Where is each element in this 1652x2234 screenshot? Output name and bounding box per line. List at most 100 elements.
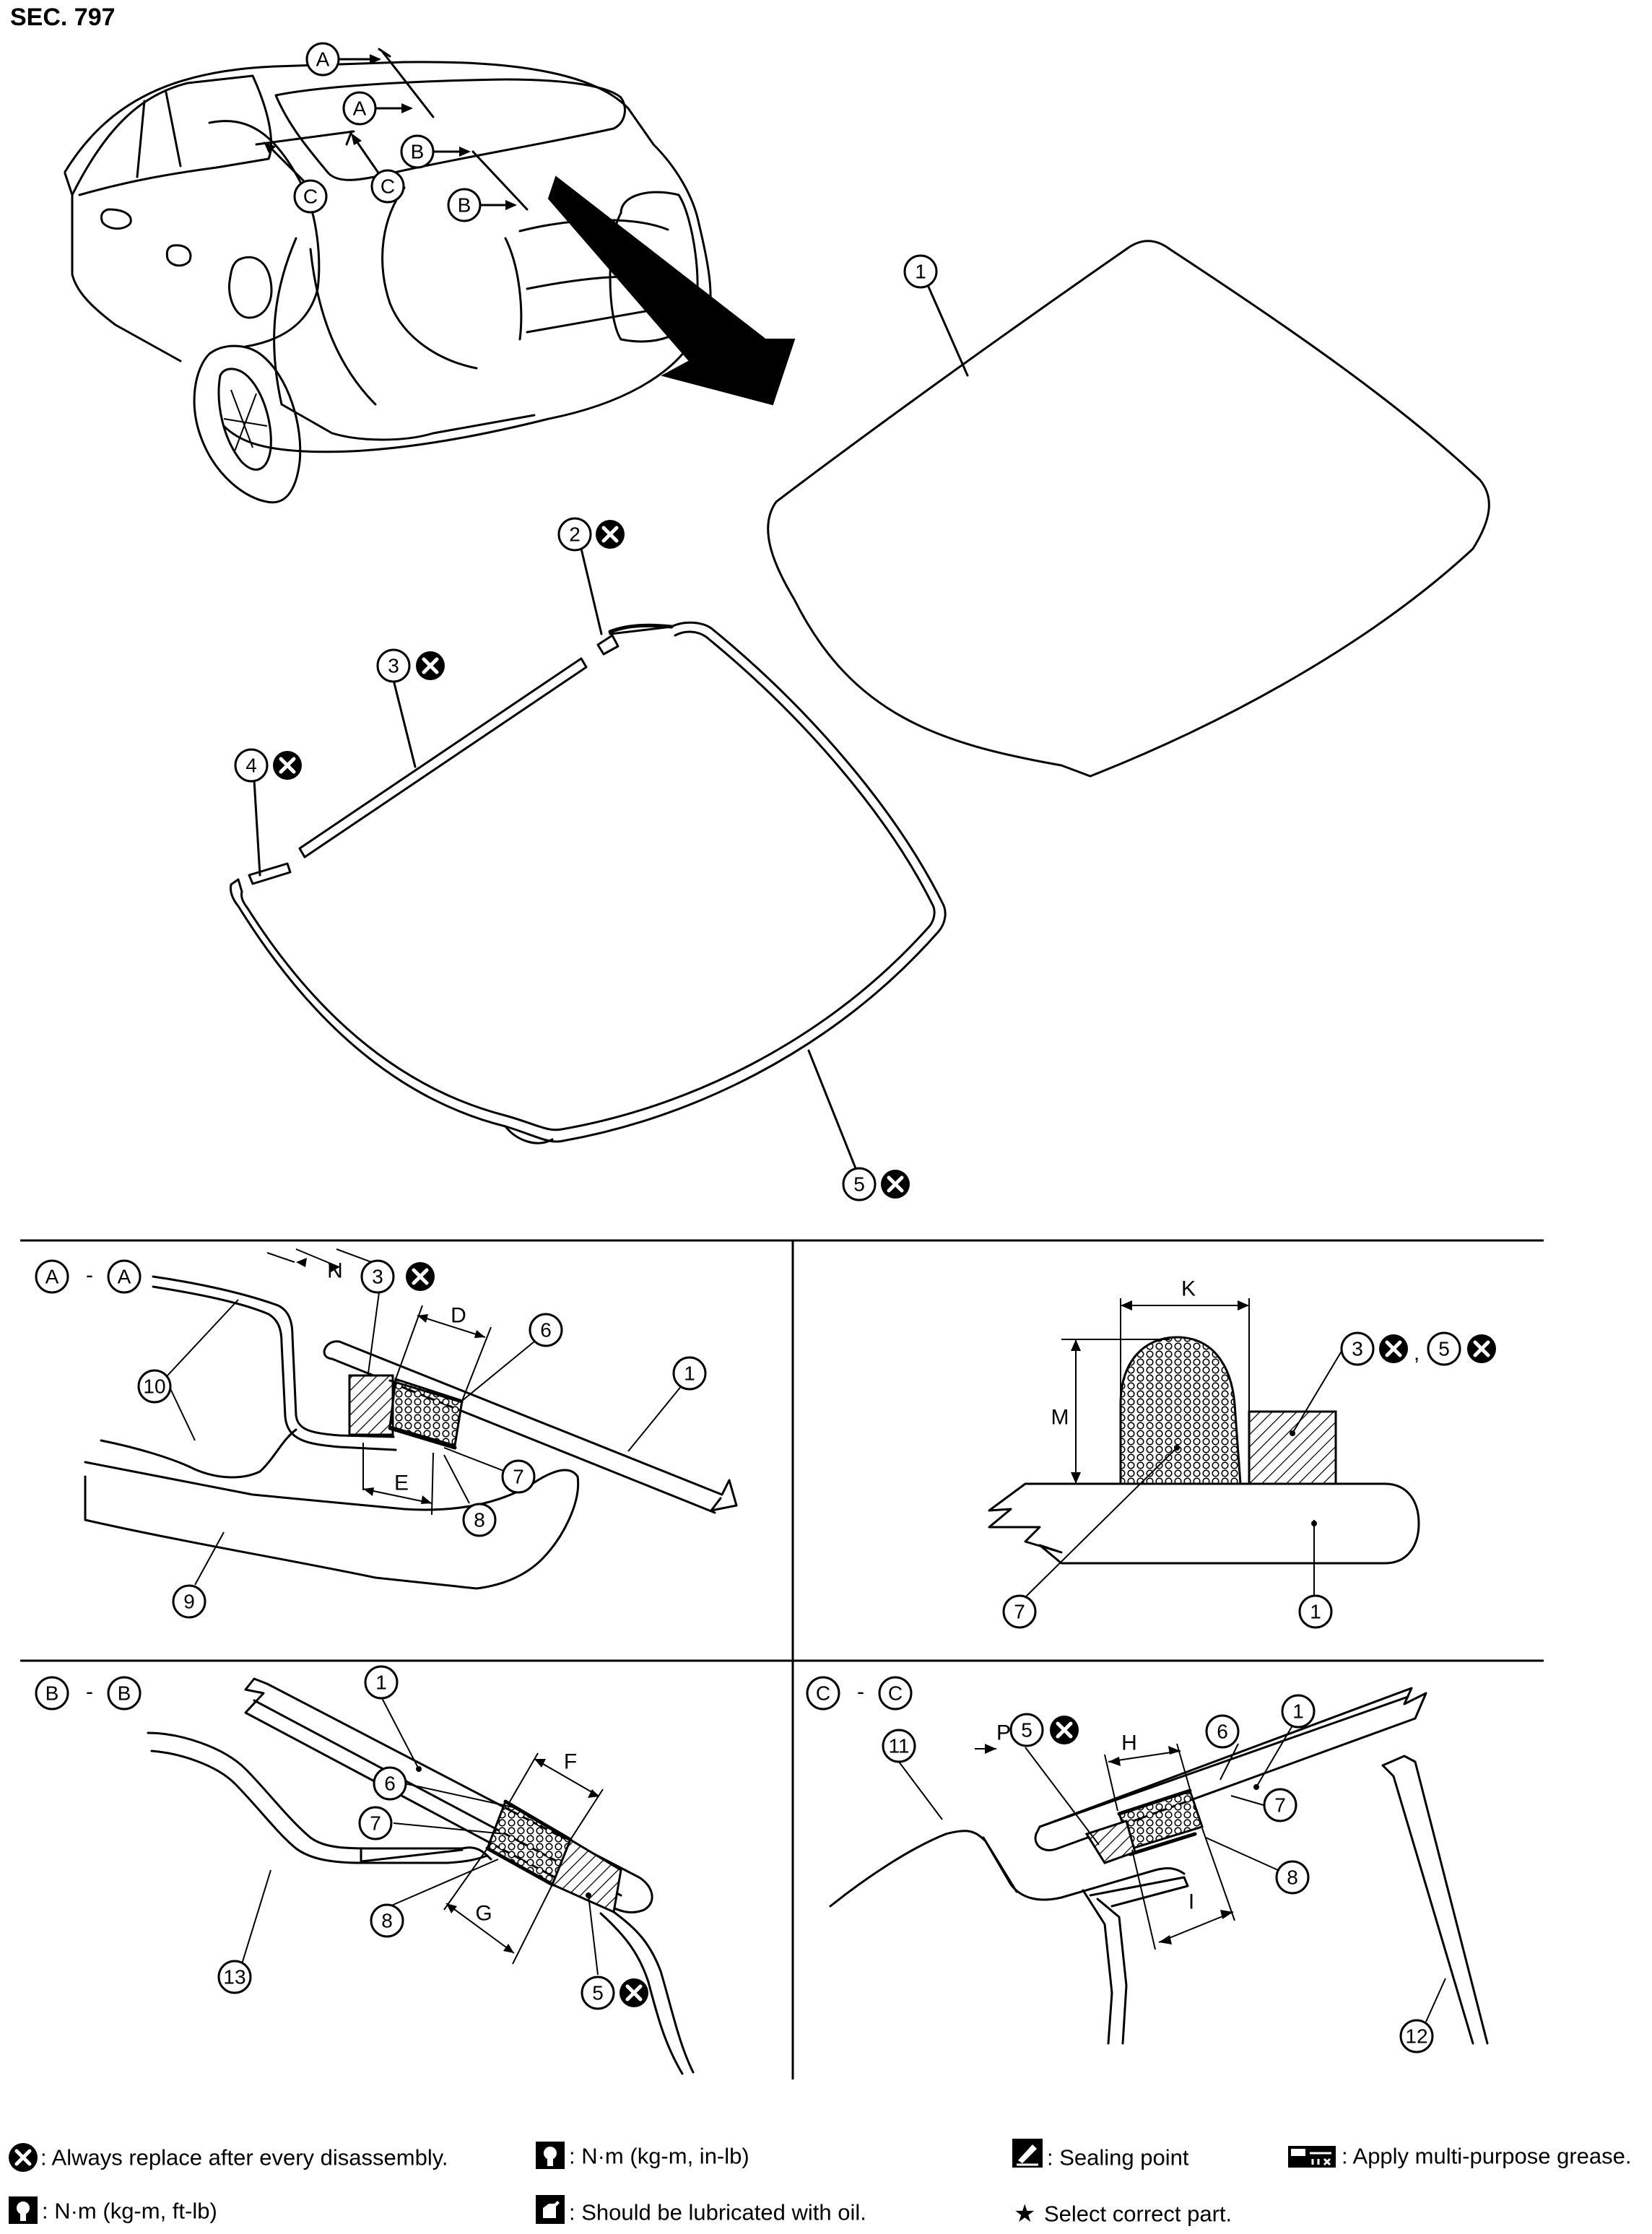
- callout-6-cc: 6: [1205, 1714, 1240, 1749]
- star-icon: ★: [1014, 2200, 1035, 2228]
- legend-oil-text: : Should be lubricated with oil.: [569, 2200, 866, 2225]
- callout-13-bb: 13: [217, 1960, 252, 1994]
- torque-wrench-icon: [536, 2142, 565, 2169]
- legend-torque-ft-text: : N·m (kg-m, ft-lb): [42, 2199, 217, 2224]
- svg-text:A: A: [45, 1266, 59, 1288]
- callout-a-mid: A: [342, 91, 377, 126]
- callout-5-detail: 5: [1427, 1331, 1461, 1366]
- svg-text:12: 12: [1405, 2025, 1427, 2048]
- callout-2-spacer: 2: [557, 517, 592, 552]
- callout-5-cc: 5: [1009, 1713, 1044, 1747]
- dam-rubber-ring: [230, 621, 947, 1144]
- svg-text:1: 1: [1292, 1700, 1304, 1723]
- section-label: SEC. 797: [10, 4, 116, 31]
- section-a-a-drawing: [84, 1248, 738, 1590]
- svg-text:6: 6: [384, 1773, 396, 1795]
- svg-text:8: 8: [474, 1509, 485, 1531]
- callout-3-aa: 3: [360, 1259, 395, 1294]
- svg-text:C: C: [816, 1682, 830, 1705]
- svg-text:5: 5: [1438, 1338, 1450, 1360]
- replace-x-icon: [9, 2143, 38, 2172]
- svg-text:-: -: [86, 1680, 93, 1704]
- callout-8-bb: 8: [370, 1903, 404, 1938]
- callout-10-aa: 10: [137, 1369, 172, 1404]
- svg-text:3: 3: [388, 655, 399, 677]
- callout-7-aa: 7: [501, 1459, 536, 1494]
- legend: : Always replace after every disassembly…: [9, 2139, 1632, 2228]
- spacer-3: [298, 657, 588, 859]
- callout-3-detail: 3: [1340, 1331, 1375, 1366]
- svg-text:1: 1: [684, 1362, 695, 1385]
- callout-1-glass: 1: [903, 254, 938, 289]
- callout-b-upper: B: [400, 134, 435, 169]
- callout-9-aa: 9: [172, 1584, 206, 1619]
- svg-text:6: 6: [1217, 1721, 1228, 1743]
- svg-text:6: 6: [540, 1319, 552, 1342]
- section-b-b-drawing: [147, 1677, 695, 2075]
- spacer-4: [248, 862, 292, 885]
- svg-text:5: 5: [853, 1173, 865, 1196]
- callout-7-detail: 7: [1002, 1594, 1037, 1629]
- dimension-e-label: E: [394, 1472, 409, 1495]
- svg-text:1: 1: [915, 261, 926, 283]
- replace-x-icon: [416, 651, 445, 680]
- callout-c-right: C: [370, 169, 405, 204]
- spacer-2: [596, 634, 620, 656]
- dimension-k-label: K: [1181, 1277, 1196, 1301]
- callout-6-aa: 6: [529, 1313, 563, 1347]
- dimension-h-label: H: [1121, 1731, 1137, 1755]
- svg-text:7: 7: [513, 1466, 524, 1488]
- callout-c-left: C: [293, 179, 328, 214]
- svg-text:4: 4: [245, 755, 257, 777]
- replace-x-icon: [1379, 1334, 1408, 1363]
- callout-1-detail: 1: [1298, 1594, 1333, 1629]
- dimension-g-label: G: [475, 1902, 492, 1926]
- svg-text:5: 5: [592, 1982, 604, 2004]
- callout-1-bb: 1: [364, 1665, 399, 1700]
- replace-x-icon: [620, 1978, 648, 2007]
- legend-select-text: Select correct part.: [1044, 2202, 1232, 2227]
- callout-5-dam-rubber: 5: [842, 1167, 877, 1201]
- svg-text:B: B: [118, 1682, 131, 1705]
- svg-text:-: -: [857, 1680, 864, 1704]
- replace-x-icon: [1050, 1716, 1079, 1744]
- torque-wrench-icon: [9, 2196, 38, 2224]
- svg-text:C: C: [888, 1682, 903, 1705]
- dimension-n-label: N: [327, 1259, 343, 1283]
- callout-11-cc: 11: [882, 1729, 916, 1763]
- replace-x-icon: [881, 1170, 910, 1199]
- svg-text:A: A: [316, 48, 330, 71]
- svg-text:B: B: [45, 1682, 59, 1705]
- svg-text:10: 10: [143, 1375, 165, 1398]
- svg-text:7: 7: [370, 1812, 381, 1835]
- callout-8-aa: 8: [462, 1503, 497, 1537]
- svg-text:3: 3: [1352, 1338, 1363, 1360]
- svg-text:C: C: [381, 175, 395, 198]
- section-a-a-title: A - A: [35, 1259, 142, 1294]
- list-separator: ,: [1414, 1342, 1420, 1365]
- callout-a-top: A: [305, 42, 340, 77]
- section-c-c-title: C - C: [806, 1676, 913, 1711]
- replace-x-icon: [1467, 1334, 1496, 1363]
- vehicle-illustration: [64, 48, 796, 504]
- legend-grease-text: : Apply multi-purpose grease.: [1342, 2144, 1632, 2169]
- svg-text:B: B: [458, 194, 471, 217]
- legend-torque-in-text: : N·m (kg-m, in-lb): [569, 2144, 749, 2169]
- dimension-p-label: P: [996, 1721, 1011, 1745]
- callout-4-spacer: 4: [234, 748, 269, 783]
- callout-7-bb: 7: [358, 1806, 393, 1840]
- legend-replace-text: : Always replace after every disassembly…: [40, 2145, 448, 2170]
- svg-text:2: 2: [569, 523, 581, 546]
- svg-text:8: 8: [381, 1910, 393, 1932]
- replace-x-icon: [596, 520, 625, 549]
- svg-text:B: B: [411, 141, 425, 163]
- callout-1-cc: 1: [1281, 1694, 1316, 1729]
- svg-text:9: 9: [183, 1591, 195, 1613]
- svg-text:5: 5: [1021, 1719, 1032, 1742]
- direction-arrow-icon: [547, 175, 796, 406]
- svg-text:A: A: [118, 1266, 131, 1288]
- svg-text:1: 1: [1310, 1601, 1321, 1623]
- sealing-point-icon: [1012, 2139, 1043, 2168]
- grease-icon: [1288, 2146, 1336, 2168]
